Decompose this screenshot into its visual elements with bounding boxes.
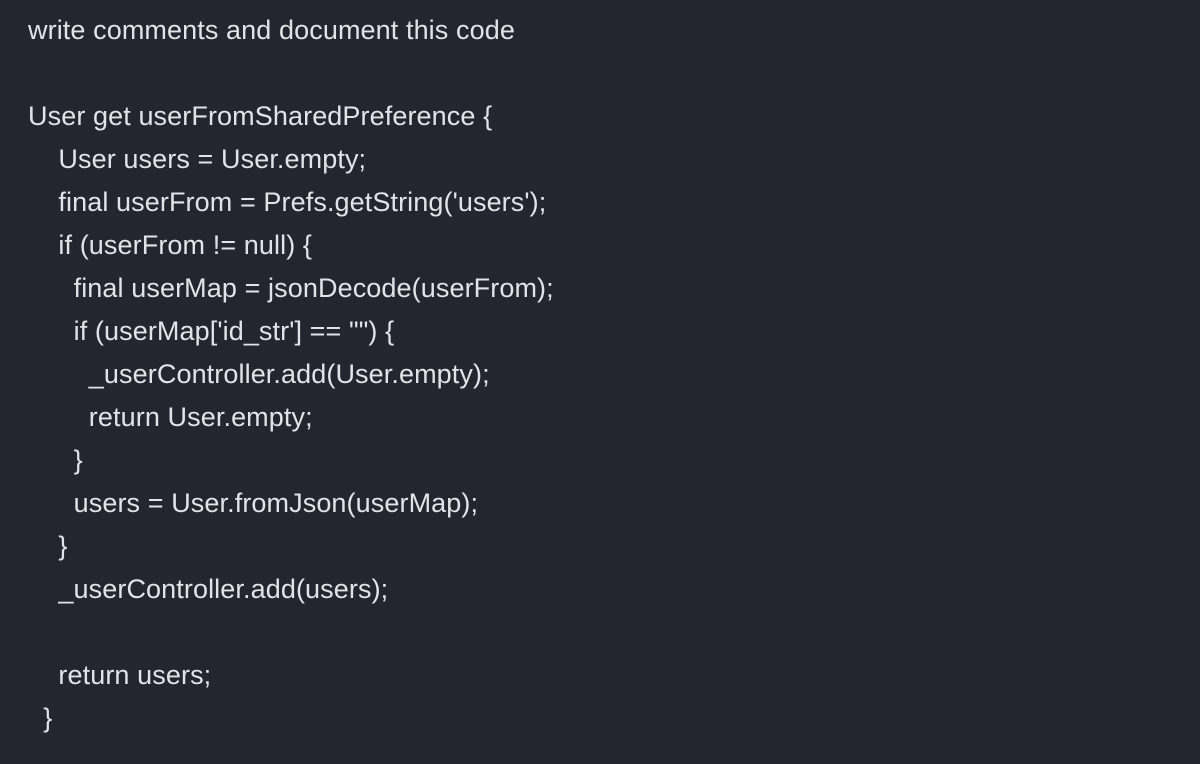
code-line: _userController.add(users);: [28, 574, 389, 604]
code-line: if (userMap['id_str'] == "") {: [28, 316, 395, 346]
code-line: final userMap = jsonDecode(userFrom);: [28, 273, 554, 303]
code-line: User users = User.empty;: [28, 144, 367, 174]
code-line: if (userFrom != null) {: [28, 230, 313, 260]
prompt-text: write comments and document this code: [28, 15, 515, 45]
code-line: }: [28, 445, 83, 475]
blank-line: [28, 52, 1180, 95]
code-line: User get userFromSharedPreference {: [28, 101, 493, 131]
blank-line: [28, 611, 1180, 654]
code-line: }: [28, 531, 68, 561]
code-line: _userController.add(User.empty);: [28, 359, 490, 389]
code-line: return users;: [28, 660, 212, 690]
code-line: return User.empty;: [28, 402, 313, 432]
code-line: }: [28, 703, 53, 733]
code-line: final userFrom = Prefs.getString('users'…: [28, 187, 547, 217]
code-line: users = User.fromJson(userMap);: [28, 488, 479, 518]
